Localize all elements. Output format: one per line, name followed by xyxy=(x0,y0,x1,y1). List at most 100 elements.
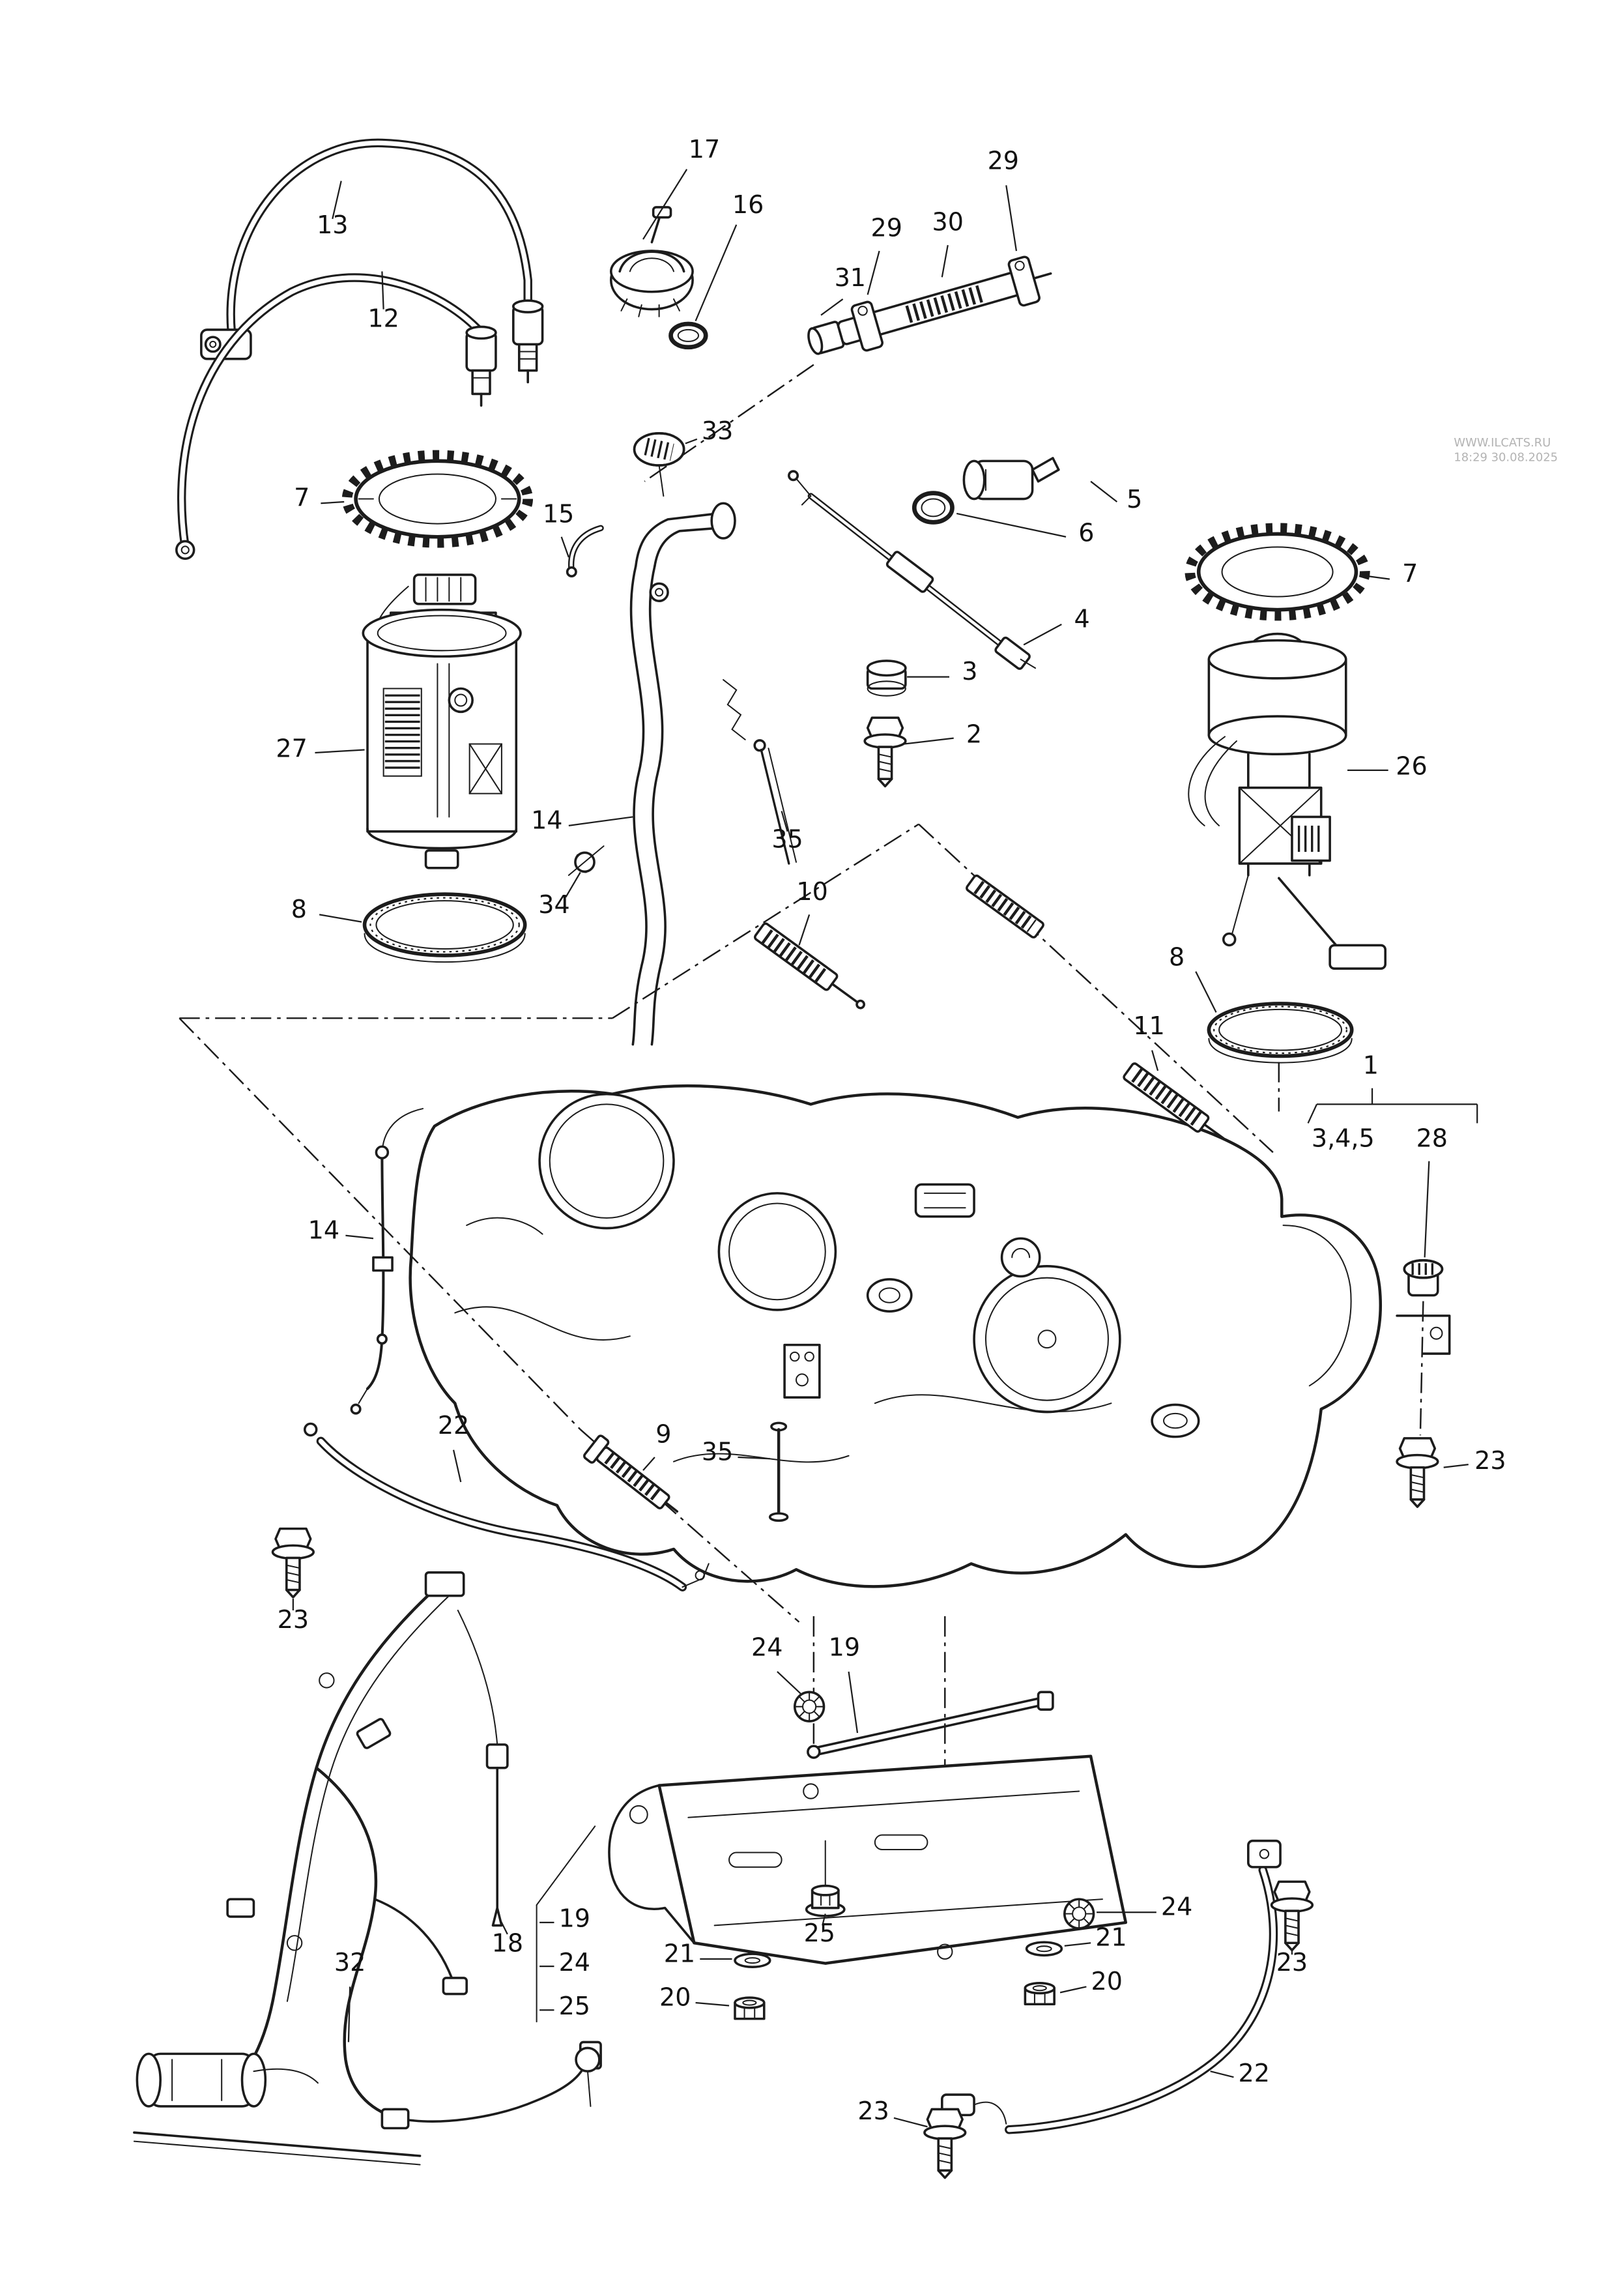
callout-label-4: 4 xyxy=(1074,605,1090,633)
callout-label-7: 7 xyxy=(294,484,309,512)
callout-label-23: 23 xyxy=(1276,1948,1308,1977)
callout-leader xyxy=(781,811,788,832)
callout-label-24: 24 xyxy=(559,1948,590,1977)
nut-20 xyxy=(734,1996,766,2020)
callout-label-21: 21 xyxy=(1095,1923,1127,1952)
callout-label-33: 33 xyxy=(702,416,733,445)
star-washer-24 xyxy=(1063,1898,1095,1930)
callout-leader xyxy=(1443,1464,1469,1468)
bracket-1-lines xyxy=(1307,1088,1478,1124)
seal-ring-right xyxy=(1207,1002,1354,1064)
callout-leader xyxy=(1195,971,1217,1013)
screw-9 xyxy=(583,1434,679,1513)
callout-label-10: 10 xyxy=(796,877,827,906)
tension-strap-left xyxy=(271,1422,710,1599)
callout-label-5: 5 xyxy=(1127,485,1142,514)
callout-label-19: 19 xyxy=(559,1904,590,1933)
tension-strap-right xyxy=(923,1839,1314,2179)
washer-21 xyxy=(1025,1941,1063,1957)
callout-leader xyxy=(347,1986,351,2042)
callout-label-19: 19 xyxy=(829,1633,860,1661)
callout-label-8: 8 xyxy=(1169,943,1185,972)
stud-10 xyxy=(754,922,866,1010)
fuel-hoses xyxy=(175,138,544,560)
locking-ring-right xyxy=(1185,523,1370,621)
screw-23-left xyxy=(271,1527,315,1599)
stud-11 xyxy=(1123,1062,1225,1140)
callout-label-25: 25 xyxy=(559,1992,590,2020)
tank-opening-middle xyxy=(717,1192,837,1311)
callout-label-15: 15 xyxy=(543,499,574,528)
float-arm xyxy=(1278,877,1340,950)
pump-flange xyxy=(362,608,522,658)
callout-leader xyxy=(1023,624,1062,646)
callout-label-21: 21 xyxy=(664,1939,695,1968)
clip-34 xyxy=(567,845,605,876)
fuel-gauge-sender xyxy=(1188,632,1386,970)
vent-line-left xyxy=(366,1154,385,1390)
callout-label-23: 23 xyxy=(857,2097,889,2125)
callout-leader xyxy=(1090,480,1118,502)
pin-35-lower xyxy=(768,1421,789,1522)
sealing-plug xyxy=(912,457,1060,525)
callout-leader xyxy=(777,1671,801,1694)
callout-label-8: 8 xyxy=(291,895,307,923)
callout-label-22: 22 xyxy=(438,1411,469,1440)
callout-leader xyxy=(499,1919,508,1935)
callout-leader xyxy=(956,512,1067,538)
float xyxy=(1329,944,1386,970)
callout-label-24: 24 xyxy=(1161,1893,1192,1921)
callout-label-3-4-5: 3,4,5 xyxy=(1312,1124,1375,1152)
filler-vent-pipes xyxy=(566,432,736,1046)
callout-leader xyxy=(848,1671,859,1734)
callout-leader xyxy=(1064,1942,1091,1947)
watermark-date: 18:29 30.08.2025 xyxy=(1454,450,1558,464)
callout-leader xyxy=(1210,2071,1234,2078)
callout-label-35: 35 xyxy=(771,824,803,853)
tank-opening-right xyxy=(973,1264,1121,1414)
filler-port xyxy=(1000,1237,1041,1278)
callout-leader xyxy=(568,816,633,826)
tank-opening-left xyxy=(538,1092,675,1230)
callout-leader xyxy=(345,1234,374,1240)
star-washer-24 xyxy=(793,1691,826,1722)
tank-cap-and-seal xyxy=(609,206,708,350)
callout-label-3: 3 xyxy=(962,657,977,686)
watermark-site: WWW.ILCATS.RU xyxy=(1454,436,1551,450)
callout-label-23: 23 xyxy=(278,1605,309,1634)
callout-label-9: 9 xyxy=(655,1420,671,1449)
callout-leader xyxy=(1005,185,1018,252)
callout-leader xyxy=(893,2117,928,2128)
pin-35-upper xyxy=(723,679,797,865)
washer-21 xyxy=(734,1953,771,1968)
callout-leader xyxy=(1424,1161,1430,1258)
nut-20 xyxy=(1024,1982,1056,2006)
callout-leader xyxy=(822,1913,826,1926)
probe-18 xyxy=(457,1609,509,1927)
callout-label-29: 29 xyxy=(871,214,902,242)
vent-pipe-b xyxy=(648,564,667,1046)
callout-leader xyxy=(319,914,362,923)
heat-shield-panel xyxy=(657,1754,1128,1965)
tank-mount-bracket xyxy=(783,1343,821,1399)
callout-leader xyxy=(315,749,365,754)
callout-label-18: 18 xyxy=(492,1929,523,1958)
seal-ring-left xyxy=(362,892,527,963)
seal-ring-16 xyxy=(668,321,708,350)
callout-leader xyxy=(1151,1050,1159,1071)
screw-23-strap-bottom xyxy=(923,2108,967,2179)
callout-label-22: 22 xyxy=(1239,2059,1270,2087)
callout-label-6: 6 xyxy=(1078,518,1094,547)
callout-leader xyxy=(642,169,688,240)
callout-label-14: 14 xyxy=(531,806,562,834)
callout-leader xyxy=(1368,575,1390,580)
callout-leader xyxy=(695,2001,730,2007)
callout-label-16: 16 xyxy=(732,190,764,219)
callout-leader xyxy=(738,1456,770,1460)
watermark: WWW.ILCATS.RU 18:29 30.08.2025 xyxy=(1454,436,1558,464)
callout-leader xyxy=(332,181,342,220)
callout-label-27: 27 xyxy=(276,734,307,763)
callout-leader xyxy=(642,1457,655,1471)
callout-label-1: 1 xyxy=(1363,1051,1379,1079)
callout-label-14: 14 xyxy=(308,1215,339,1244)
